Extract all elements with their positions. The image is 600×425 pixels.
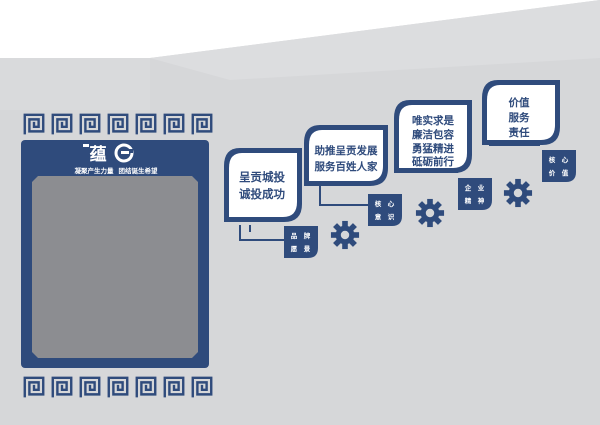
card-4-line-3: 责任: [509, 126, 530, 139]
card-2-tag-char: 意: [375, 212, 382, 221]
svg-text:蕴: 蕴: [90, 144, 107, 165]
company-logo-icon: [114, 143, 134, 163]
value-card-4: 价值 服务 责任 核 心 价 值: [482, 80, 576, 182]
card-3-line-1: 唯实求是: [412, 114, 454, 127]
gear-icon: [330, 220, 360, 250]
logo-icon: 蕴: [83, 144, 107, 165]
card-3-tag-char: 精: [465, 196, 472, 205]
gear-icon: [503, 178, 533, 208]
card-1-tag-char: 牌: [304, 231, 311, 240]
card-2-tag-char: 核: [375, 199, 382, 208]
card-3-line-4: 砥砺前行: [412, 155, 454, 168]
card-4-tag-char: 值: [562, 168, 569, 177]
card-1-line-2: 诚投成功: [239, 187, 285, 201]
card-4-line-1: 价值: [509, 96, 530, 109]
card-1-tag-char: 景: [304, 244, 311, 253]
card-1-tag-char: 愿: [291, 244, 298, 253]
notice-board: 蕴 凝聚产生力量 团结诞生希望: [21, 113, 213, 398]
card-3-tag-char: 业: [478, 183, 485, 192]
gear-icon: [415, 198, 445, 228]
card-2-line-1: 助推呈贡发展: [315, 144, 378, 157]
card-2-tag-char: 识: [388, 212, 395, 221]
card-4-line-2: 服务: [509, 111, 530, 124]
card-2-tag-char: 心: [388, 199, 395, 208]
slogan-left: 凝聚产生力量: [75, 166, 115, 175]
card-4-tag-char: 核: [549, 155, 556, 164]
upper-wall: [150, 0, 600, 80]
card-3-tag-char: 企: [464, 183, 472, 192]
slogan-right: 团结诞生希望: [119, 166, 159, 175]
card-1-tag-char: 品: [291, 231, 298, 240]
card-4-tag-char: 价: [549, 169, 556, 177]
photo-area: [32, 176, 198, 358]
card-3-line-3: 勇猛精进: [412, 142, 454, 155]
card-4-tag-char: 心: [562, 155, 569, 164]
card-3-tag-char: 神: [478, 196, 485, 205]
card-3-line-2: 廉洁包容: [412, 128, 454, 141]
card-1-line-1: 呈贡城投: [239, 170, 285, 184]
value-card-1: 呈贡城投 诚投成功 品 牌 愿 景: [224, 148, 360, 258]
card-2-line-2: 服务百姓人家: [315, 160, 378, 173]
value-card-3: 唯实求是 廉洁包容 勇猛精进 砥砺前行 企 业 精 神: [394, 100, 533, 210]
value-card-2: 助推呈贡发展 服务百姓人家 核 心 意 识: [304, 125, 445, 228]
